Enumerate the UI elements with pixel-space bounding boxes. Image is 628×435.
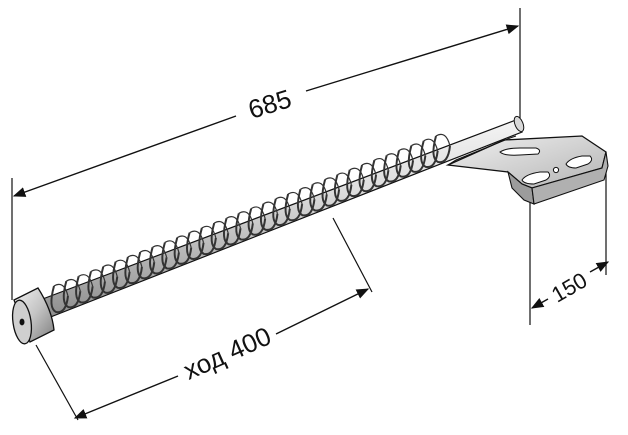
extension-lines <box>11 8 607 421</box>
end-cap-hole <box>19 318 25 326</box>
dimension-arrow-icon <box>73 375 179 419</box>
spring-coil-back <box>411 143 426 156</box>
spring-coil-back <box>435 133 451 147</box>
spring-coil-back <box>53 283 69 297</box>
spring-coil-back <box>349 167 365 181</box>
spring-coil-back <box>213 220 229 234</box>
dimension-arrow-icon <box>12 115 237 197</box>
end-cap-icon <box>11 287 55 345</box>
spring-coil-back <box>201 225 217 239</box>
bracket-slot-left <box>521 171 551 185</box>
extension-line-travel-end <box>332 217 373 293</box>
rod <box>39 115 525 319</box>
spring-coil-back <box>164 240 180 253</box>
spring-coil-back <box>423 138 439 151</box>
spring-coil-back <box>324 177 340 190</box>
spring-coil-back <box>90 269 106 282</box>
spring-coil-back <box>374 157 389 171</box>
spring-coil-back <box>312 182 328 195</box>
spring-coil-back <box>287 191 303 205</box>
spring-coil-back <box>361 162 377 176</box>
spring-coil-front <box>432 135 451 164</box>
mounting-bracket-icon <box>445 135 609 205</box>
spring-coil-back <box>263 201 279 214</box>
dimension-arrow-icon <box>275 288 370 335</box>
spring-coil-back <box>386 153 402 166</box>
bracket-edge <box>531 151 609 205</box>
dimension-travel: ход 400 <box>73 288 370 419</box>
dimension-overall: 685 <box>12 24 520 197</box>
spring-coil-back <box>102 264 118 277</box>
end-cap-side <box>13 287 55 343</box>
overall-length-label: 685 <box>245 83 295 124</box>
bracket-rod-collar <box>447 135 517 166</box>
travel-label: ход 400 <box>179 321 276 386</box>
spring-coil-back <box>115 259 131 272</box>
spring-coil-back <box>300 187 316 200</box>
spring-coil-icon <box>50 133 451 314</box>
rod-end <box>513 115 525 133</box>
spring-coil-back <box>189 230 205 243</box>
spring-coil-back <box>176 235 192 248</box>
dimension-arrow-icon <box>530 298 549 309</box>
bracket-slot-top <box>499 147 541 156</box>
extension-line-cap-bottom <box>35 344 79 421</box>
spring-coil-back <box>152 245 168 258</box>
bracket-width-label: 150 <box>547 267 591 307</box>
spring-coil-back <box>398 148 414 161</box>
bracket-hole <box>552 166 560 174</box>
spring-coil-back <box>250 206 266 219</box>
dimension-bracket: 150 <box>530 261 610 309</box>
spring-coil-back <box>226 216 242 229</box>
spring-coil-back <box>337 172 353 185</box>
spring-coil-back <box>78 274 94 287</box>
dimension-arrow-icon <box>305 24 520 92</box>
spring-coil-back <box>127 254 143 268</box>
spring-coil-back <box>238 211 254 224</box>
dimension-arrow-icon <box>589 261 610 273</box>
spring-coil-back <box>139 249 155 263</box>
bracket-slot-right <box>565 155 593 169</box>
spring-coil-back <box>275 196 291 210</box>
spring-coil-back <box>66 278 81 292</box>
